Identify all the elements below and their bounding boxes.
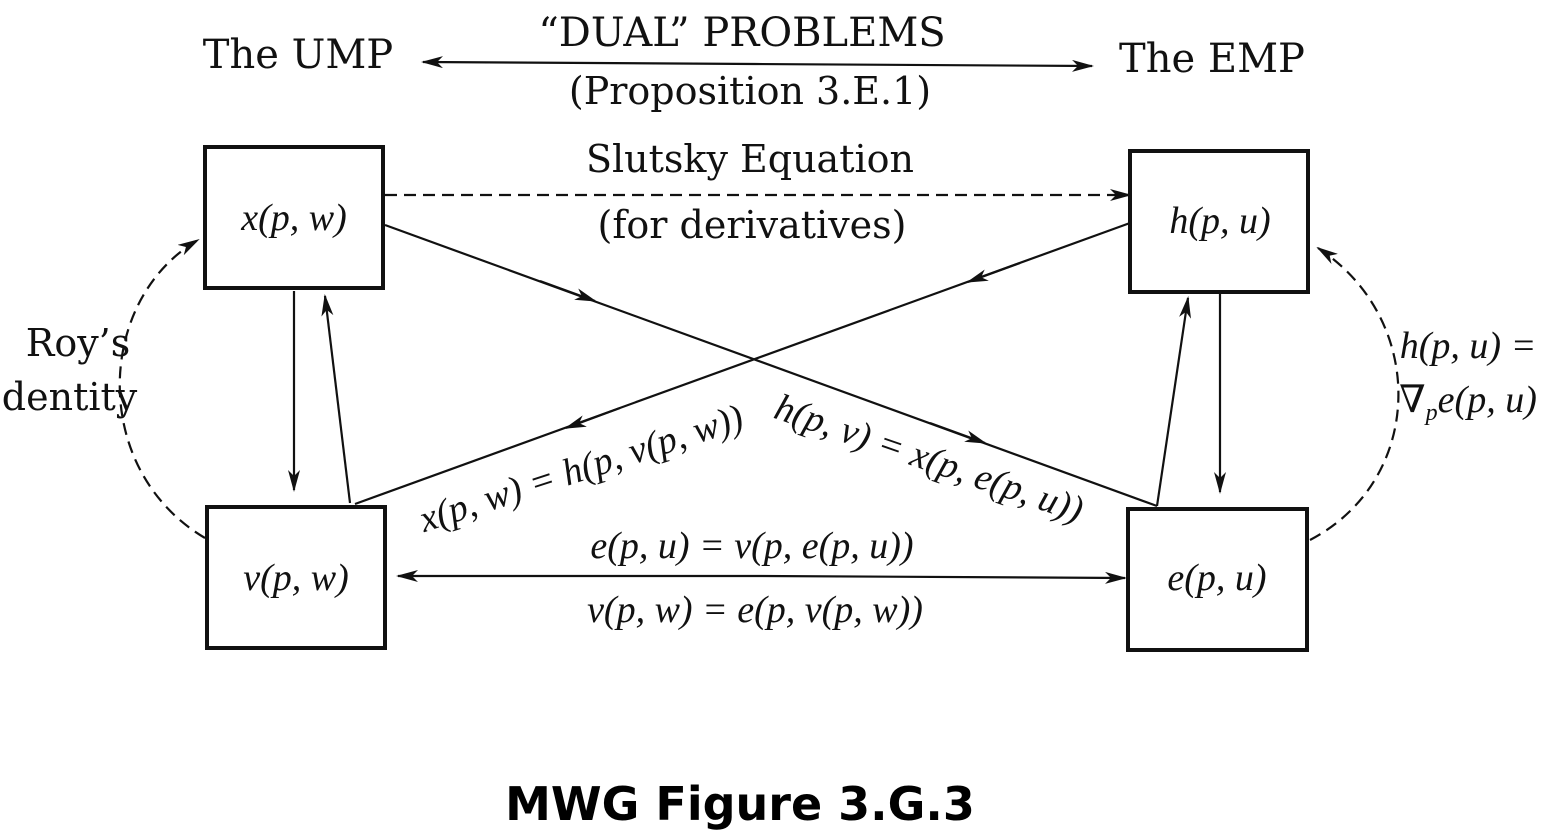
e-to-h-arrow [1155,296,1191,507]
diag-h-to-v-arrow-1 [966,261,1021,284]
diag-x-to-e [384,223,1158,508]
nabla-subscript: p [1424,400,1438,426]
box-marshallian-demand [203,145,385,290]
diag-h-to-v-arrow-2 [564,406,621,430]
dual-problems-subtitle: (Proposition 3.E.1) [569,69,931,113]
box-expenditure-function [1126,507,1309,652]
dual-problems-title: “DUAL” PROBLEMS [538,10,945,56]
shephard-lemma-curve [1309,246,1400,541]
shephard-rest: e(p, u) [1438,379,1537,421]
box-indirect-utility [205,505,387,650]
diag-equation-right: h(p, v) = x(p, e(p, u)) [769,386,1088,531]
shephard-label-1: h(p, u) = [1400,325,1536,367]
nabla-symbol: ∇ [1399,379,1426,421]
roys-identity-curve [118,238,206,539]
dual-arrow-left [421,56,756,69]
box-marshallian-demand-label: x(p, w) [240,197,347,239]
bottom-equation-top: e(p, u) = v(p, e(p, u)) [590,525,913,567]
box-hicksian-demand [1128,149,1310,294]
diag-x-to-e-arrow-1 [539,279,597,303]
diag-equation-left: x(p, w) = h(p, v(p, w)) [413,396,748,541]
slutsky-sublabel: (for derivatives) [598,203,907,247]
dual-arrow-right [754,59,1094,72]
v-to-x-arrow [321,294,352,504]
box-hicksian-demand-label: h(p, u) [1169,200,1270,242]
ump-heading: The UMP [203,32,393,78]
slutsky-label: Slutsky Equation [586,137,914,181]
box-expenditure-function-label: e(p, u) [1167,557,1266,599]
identity-label: Identity [0,375,138,419]
emp-heading: The EMP [1119,36,1305,82]
roys-label: Roy’s [26,321,131,365]
shephard-label-2: ∇pe(p, u) [1399,379,1537,426]
bottom-equation-bottom: v(p, w) = e(p, v(p, w)) [587,589,923,631]
bottom-arrow-right [759,571,1127,584]
diag-x-to-e-arrow-2 [929,421,987,445]
box-indirect-utility-label: v(p, w) [243,557,349,599]
figure-caption: MWG Figure 3.G.3 [505,777,975,831]
